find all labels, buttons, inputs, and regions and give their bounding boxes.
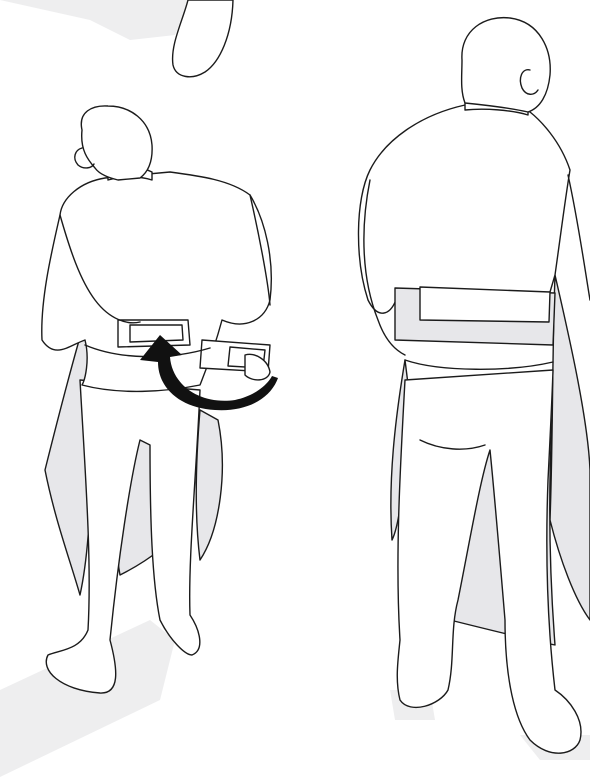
- apron-right-side: [196, 410, 222, 560]
- person-left: [42, 106, 272, 693]
- belt-velcro-patch: [420, 287, 550, 322]
- right-head: [462, 18, 551, 112]
- person-right: [358, 18, 590, 754]
- left-head: [81, 106, 152, 180]
- apron-right-figure-right: [550, 275, 590, 620]
- right-torso: [358, 104, 570, 314]
